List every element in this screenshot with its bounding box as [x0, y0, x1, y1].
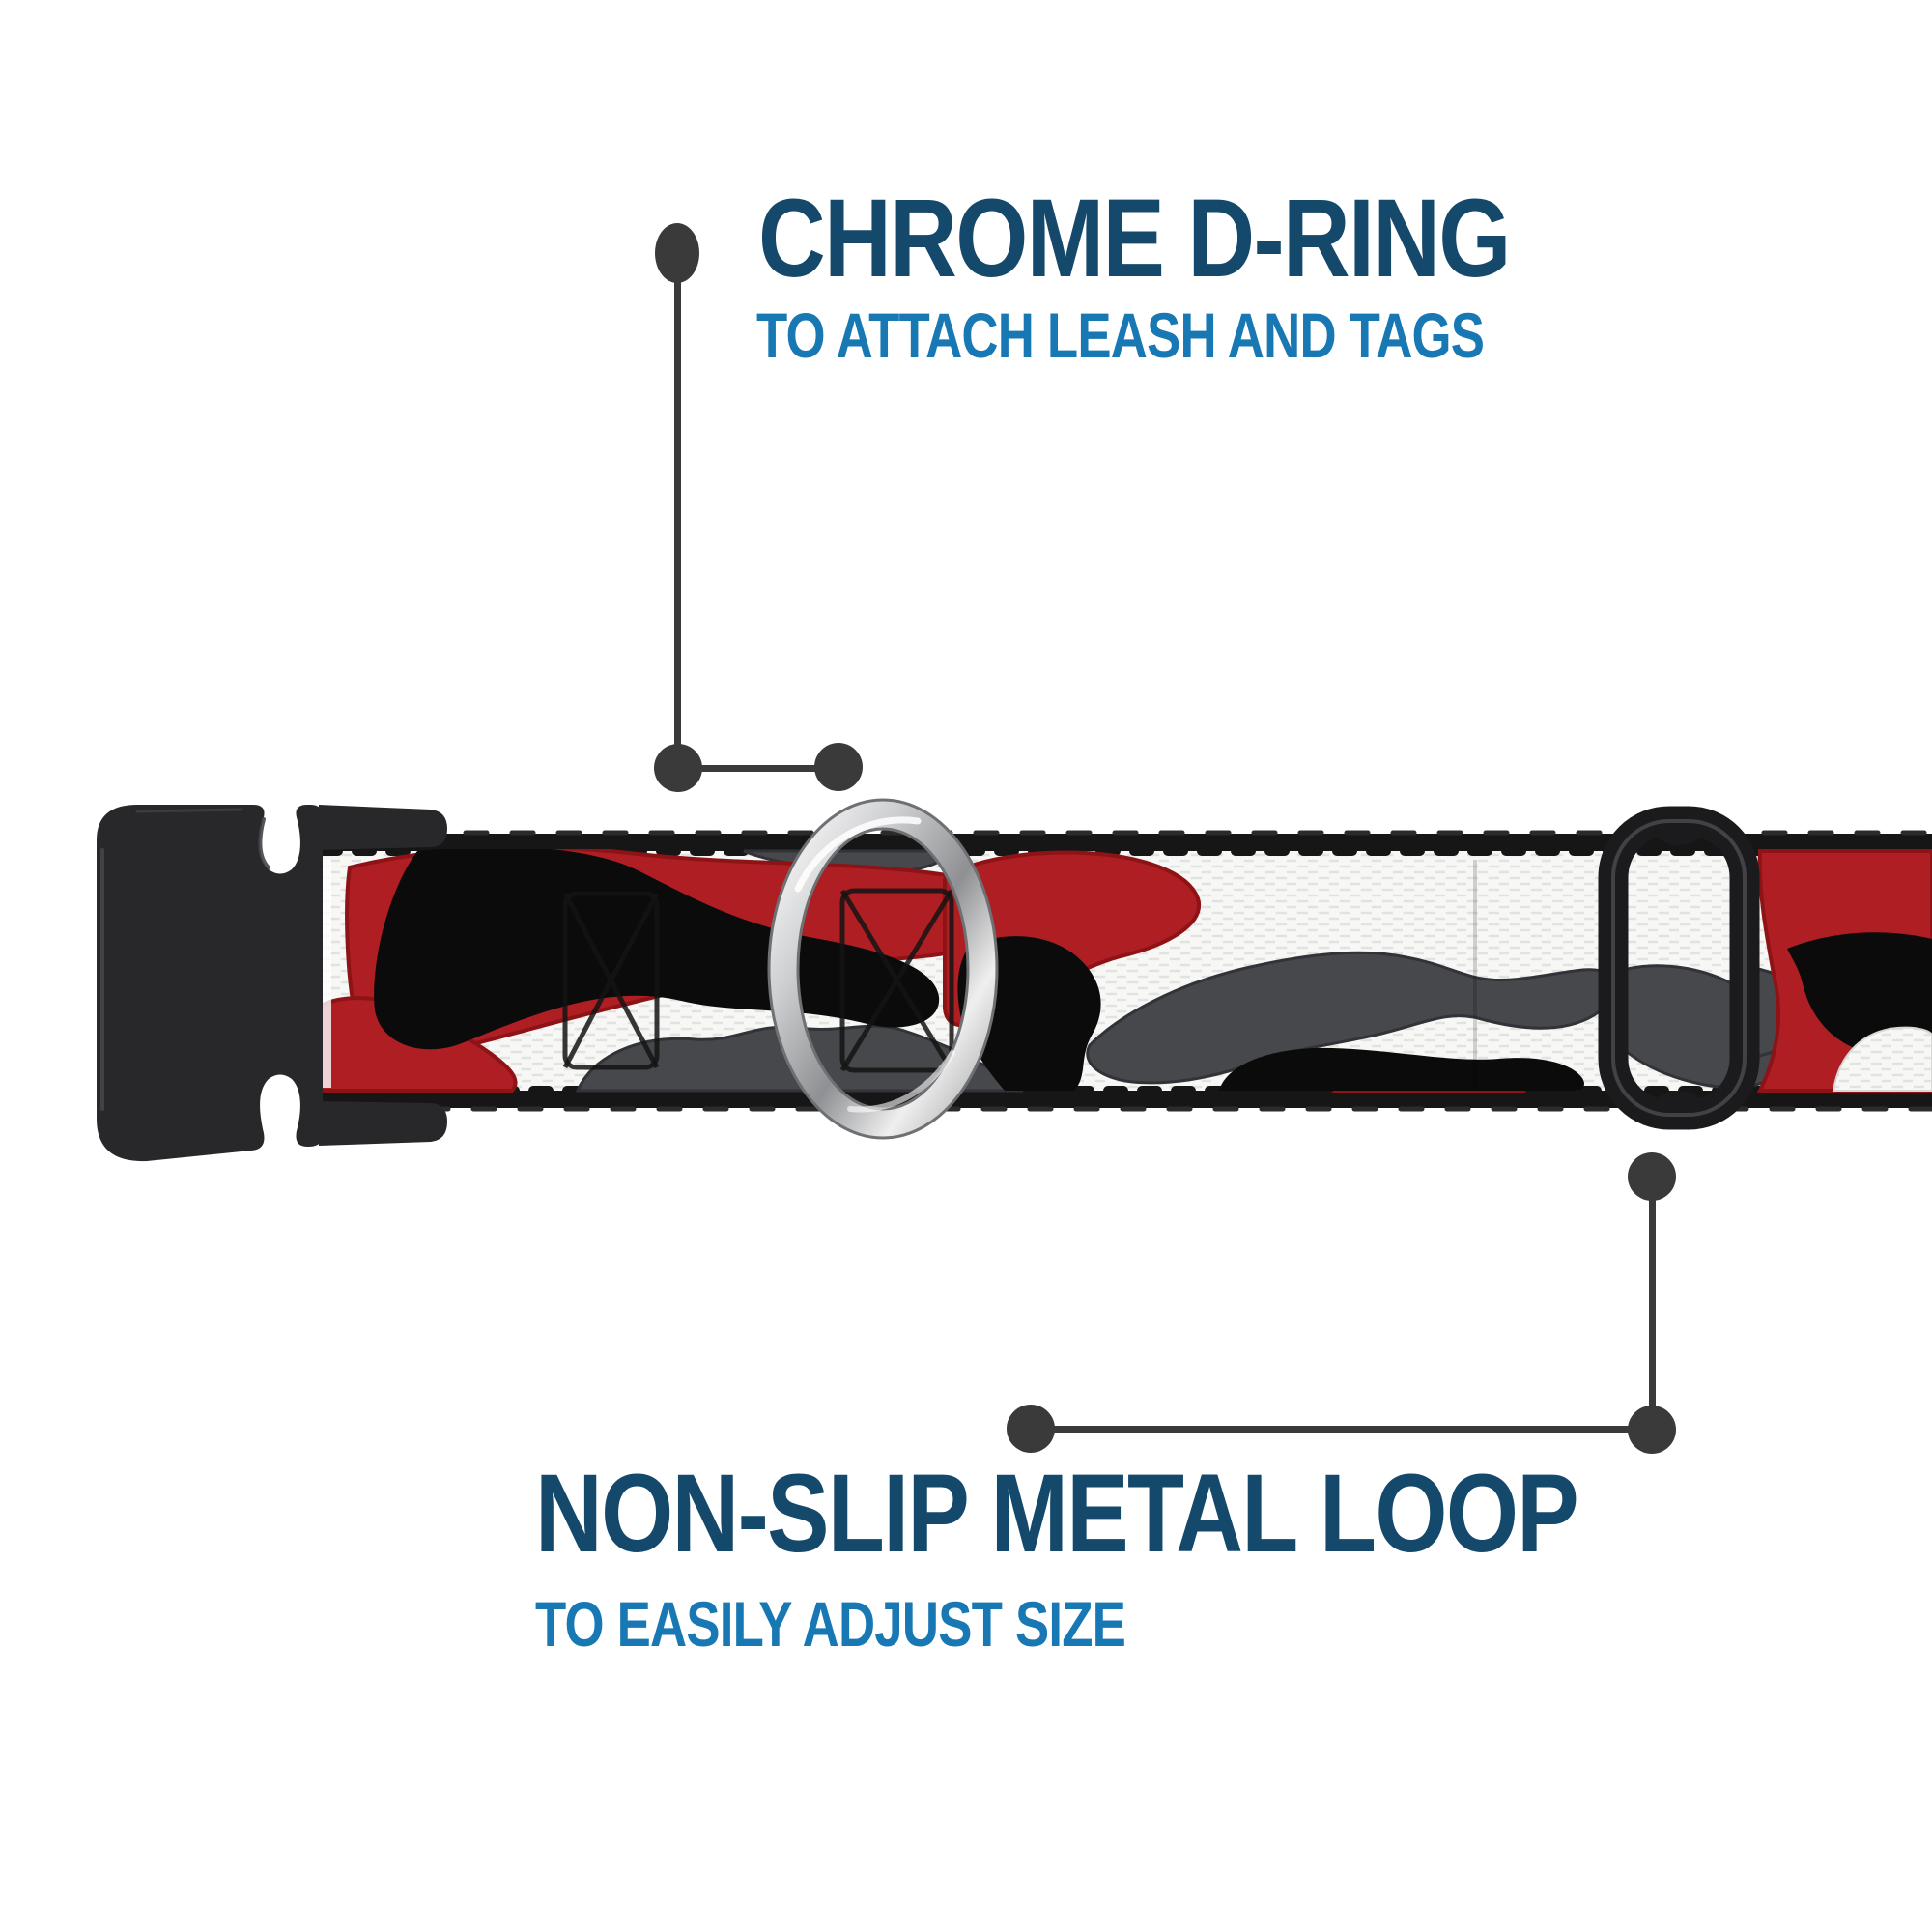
stitch-box [562, 888, 954, 1073]
loop-subtitle: TO EASILY ADJUST SIZE [535, 1588, 1126, 1660]
loop-title: NON-SLIP METAL LOOP [535, 1452, 1579, 1576]
dring-callout-end-dot [814, 743, 863, 791]
loop-callout-vertical-line [1649, 1177, 1656, 1430]
dring-callout-vertical-line [674, 251, 681, 768]
loop-callout-end-dot [1007, 1405, 1055, 1453]
d-ring-icon [767, 798, 999, 1140]
slider-loop-icon [1598, 806, 1760, 1130]
dring-subtitle: TO ATTACH LEASH AND TAGS [756, 299, 1485, 371]
loop-callout-horizontal-line [1031, 1426, 1652, 1433]
camo-pattern [321, 849, 1932, 1093]
buckle-icon [97, 805, 447, 1162]
dring-callout-horizontal-line [678, 765, 838, 772]
dring-title: CHROME D-RING [758, 177, 1511, 300]
collar-graphic [97, 798, 1932, 1162]
